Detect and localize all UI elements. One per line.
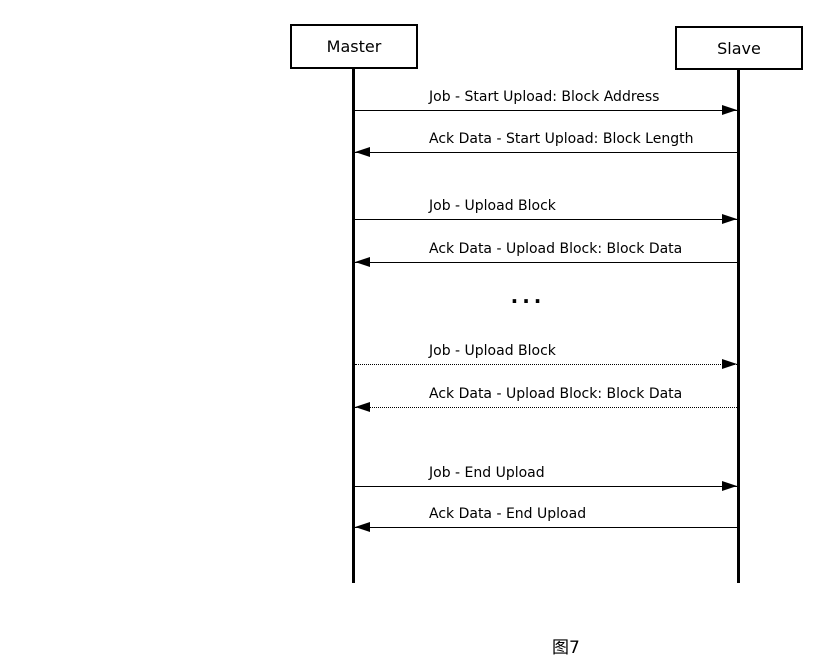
message-label: Job - Upload Block	[429, 343, 556, 359]
message-label: Ack Data - Start Upload: Block Length	[429, 131, 694, 147]
message-ack-end-upload: Ack Data - End Upload	[355, 501, 737, 532]
message-arrow-line	[355, 214, 737, 224]
arrowhead-right-icon	[722, 481, 737, 491]
arrowhead-right-icon	[722, 359, 737, 369]
message-arrow-line-dotted	[355, 359, 737, 369]
actor-box-slave: Slave	[675, 26, 803, 70]
arrowhead-right-icon	[722, 105, 737, 115]
arrowhead-left-icon	[355, 257, 370, 267]
message-label: Job - Start Upload: Block Address	[429, 89, 660, 105]
message-job-end-upload: Job - End Upload	[355, 460, 737, 491]
message-job-upload-block-repeat: Job - Upload Block	[355, 338, 737, 369]
lifeline-master	[352, 68, 355, 583]
message-arrow-line-dotted	[355, 402, 737, 412]
message-arrow-line	[355, 147, 737, 157]
lifeline-slave	[737, 69, 740, 583]
arrowhead-left-icon	[355, 522, 370, 532]
arrowhead-left-icon	[355, 402, 370, 412]
message-label: Ack Data - End Upload	[429, 506, 587, 522]
message-ack-upload-block-repeat: Ack Data - Upload Block: Block Data	[355, 381, 737, 412]
message-job-upload-block: Job - Upload Block	[355, 193, 737, 224]
message-arrow-line	[355, 522, 737, 532]
message-label: Job - Upload Block	[429, 198, 556, 214]
arrowhead-left-icon	[355, 147, 370, 157]
actor-label-slave: Slave	[717, 38, 761, 58]
message-label: Job - End Upload	[429, 465, 545, 481]
message-ack-upload-block: Ack Data - Upload Block: Block Data	[355, 236, 737, 267]
message-job-start-upload: Job - Start Upload: Block Address	[355, 84, 737, 115]
actor-label-master: Master	[326, 37, 382, 56]
message-label: Ack Data - Upload Block: Block Data	[429, 386, 683, 402]
arrowhead-right-icon	[722, 214, 737, 224]
figure-caption: 图7	[552, 638, 580, 658]
sequence-ellipsis: ...	[510, 284, 546, 308]
message-arrow-line	[355, 257, 737, 267]
message-label: Ack Data - Upload Block: Block Data	[429, 241, 683, 257]
message-arrow-line	[355, 105, 737, 115]
message-ack-start-upload: Ack Data - Start Upload: Block Length	[355, 126, 737, 157]
actor-box-master: Master	[290, 24, 418, 69]
message-arrow-line	[355, 481, 737, 491]
